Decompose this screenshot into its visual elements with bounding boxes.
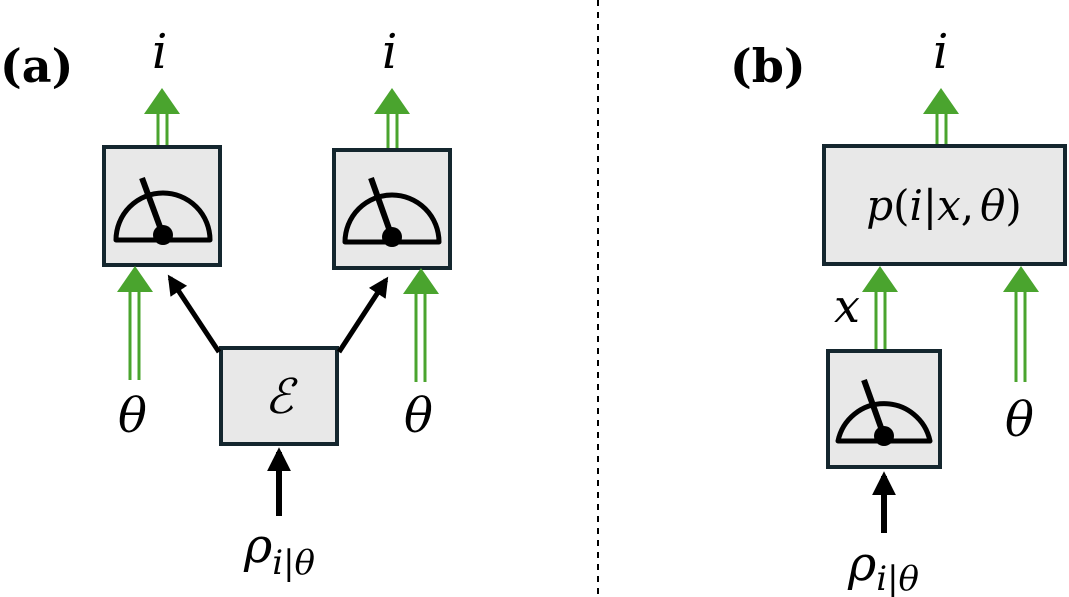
panel-a-label: (a) xyxy=(0,39,73,93)
theta-label-right: θ xyxy=(404,388,433,444)
classical-output-arrow-b xyxy=(923,88,959,146)
classical-output-arrow-left xyxy=(144,88,180,145)
theta-label-left: θ xyxy=(118,388,147,444)
meter-icon xyxy=(113,176,213,245)
output-i-left: i xyxy=(152,24,167,80)
likelihood-label: p(i|x,θ) xyxy=(866,181,1022,230)
meter-box-b xyxy=(826,349,942,469)
quantum-arrow-to-right-meter xyxy=(336,276,389,354)
meter-icon xyxy=(835,378,933,446)
theta-label-b: θ xyxy=(1005,392,1034,448)
panel-b-label: (b) xyxy=(730,39,806,93)
classical-theta-arrow-left xyxy=(117,266,153,380)
output-i-right: i xyxy=(382,24,397,80)
input-state-b: ρi|θ xyxy=(847,536,919,597)
input-state-a: ρi|θ xyxy=(243,518,315,583)
output-i-b: i xyxy=(933,24,948,80)
meter-box-left xyxy=(102,145,222,267)
meter-icon xyxy=(342,176,442,247)
classical-theta-arrow-b xyxy=(1003,266,1039,382)
quantum-arrow-to-left-meter xyxy=(167,274,222,354)
likelihood-box: p(i|x,θ) xyxy=(822,144,1067,266)
classical-theta-arrow-right xyxy=(403,268,439,382)
classical-output-arrow-right xyxy=(374,88,410,148)
channel-label: ℰ xyxy=(264,369,298,425)
classical-x-arrow xyxy=(862,266,898,350)
meter-box-right xyxy=(332,148,452,270)
x-label: x xyxy=(834,279,860,333)
channel-box: ℰ xyxy=(219,346,339,446)
